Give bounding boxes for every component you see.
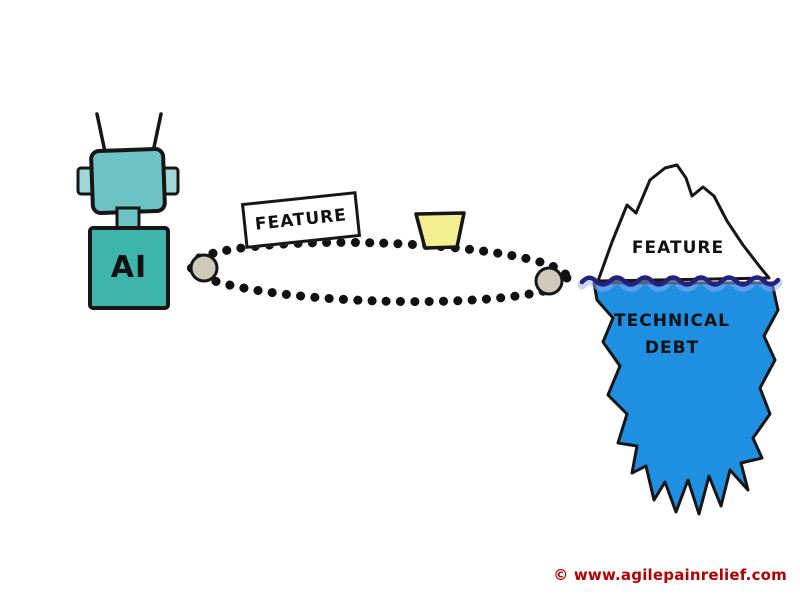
robot-head xyxy=(89,147,167,215)
iceberg-technical-debt-label: TECHNICAL DEBT xyxy=(602,308,742,362)
technical-debt-line1: TECHNICAL xyxy=(614,311,730,331)
feature-sign-label: FEATURE xyxy=(254,205,348,235)
conveyor-belt xyxy=(186,237,572,307)
copyright-text: © www.agilepainrelief.com xyxy=(553,566,787,584)
belt-roller-left xyxy=(189,253,219,283)
iceberg-tip xyxy=(596,163,771,283)
iceberg-underwater xyxy=(592,281,780,516)
robot-ai-label: AI xyxy=(110,250,148,285)
robot-antenna-left xyxy=(95,112,107,154)
robot-figure xyxy=(76,112,180,310)
technical-debt-line2: DEBT xyxy=(644,338,700,358)
robot-antenna-right xyxy=(151,112,163,154)
iceberg-figure xyxy=(577,163,783,516)
belt-roller-right xyxy=(534,266,564,296)
iceberg-feature-label: FEATURE xyxy=(631,238,725,258)
robot-body xyxy=(88,226,170,310)
waterline xyxy=(579,275,781,287)
feature-crate xyxy=(414,211,466,250)
